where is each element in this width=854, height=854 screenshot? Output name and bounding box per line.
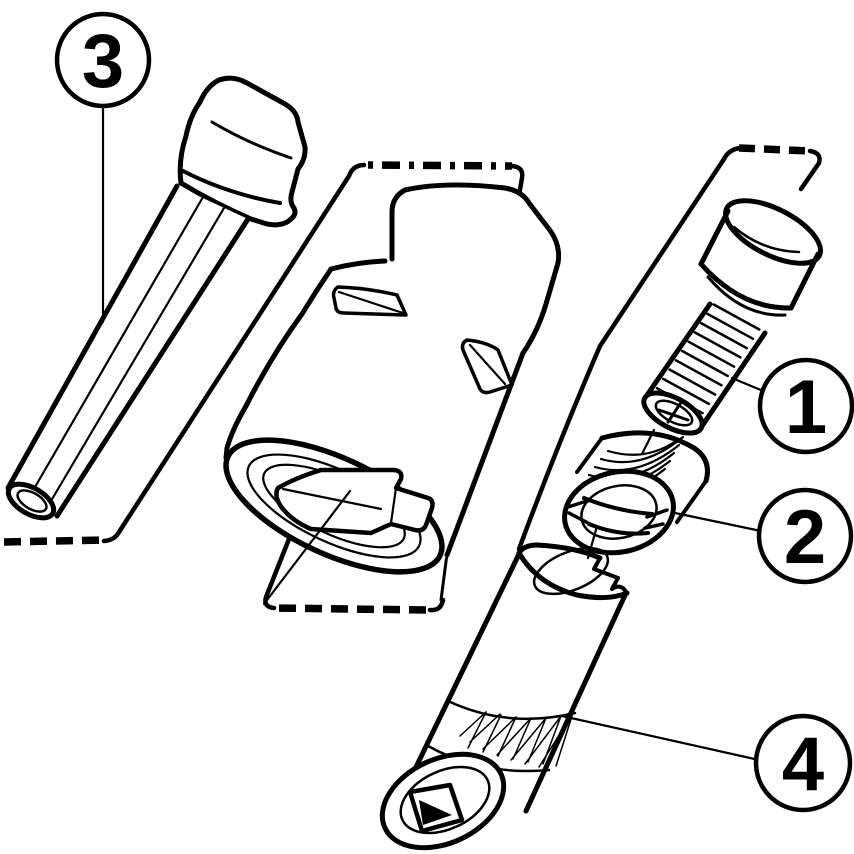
plane-center-bottom-left-corner [263,536,292,611]
callout-2: 2 [756,487,854,585]
body-pocket-inner-line-1 [281,487,383,511]
body-shoulder-line [328,258,388,272]
sleeve-top-rim [516,542,603,561]
screw-head-chamfer [732,225,801,254]
plane-center-bottom-dashed-edge [273,604,427,614]
plane-right-left-edge [516,145,744,552]
leader-line-2 [673,511,763,533]
callout-4-circle [753,713,853,813]
callout-3-number: 3 [82,19,124,104]
callout-1-circle [757,357,854,455]
sleeve-top-rim-front [516,550,630,601]
body-bottom-rim-outer [223,437,445,575]
lock-ring [562,430,710,556]
plane-right-right-corner [798,148,822,192]
body-left-edge [223,266,334,461]
screw-tip-socket-mark [657,402,690,424]
wrench-cap-band-lower [181,169,282,205]
callout-4: 4 [753,713,853,813]
axis-ring-to-sleeve [586,524,599,560]
sleeve [379,542,630,853]
screw-thread-lines [655,303,761,415]
plane-center-right-corner [509,163,525,204]
body-dome-outline [389,182,562,356]
assembly-axis [586,428,656,560]
plane-center-right-edge-lower [439,552,449,602]
sleeve-knurl-hatch-b [459,711,574,768]
wrench-shaft-facet-2 [46,206,226,508]
wrench-tip-inner [16,489,48,513]
callout-1: 1 [757,357,854,455]
wrench-shaft-left-edge [5,183,180,491]
body-pocket-axis-line [262,489,352,606]
ring-back-arc [599,430,710,484]
sleeve-right-edge [523,590,629,814]
sleeve-bottom-inner [399,765,491,835]
callout-4-number: 4 [782,722,824,807]
wrench-handle-cap [177,75,308,228]
callout-leaders [101,105,765,762]
ring-slot-lower-lip [587,522,650,536]
wrench-cap-band-upper [210,120,293,160]
sleeve-top-notch [592,556,628,594]
sleeve-knurl-hatch-a [467,711,574,767]
screw-collar-lip [706,275,787,317]
wrench-shaft-right-edge [54,216,251,519]
sleeve-left-edge [400,551,522,797]
screw-head-right-side [788,251,821,311]
leader-line-4 [560,714,761,762]
body-pocket-inner-line-2 [389,486,398,525]
hex-key-wrench [5,75,308,521]
plane-center-top-dashed-edge [367,161,513,170]
callout-2-number: 2 [784,495,826,580]
plane-right-top-dashed-edge [738,144,811,155]
ring-wedge-left [566,498,592,525]
wrench-shaft-facet-1 [29,195,205,496]
wrench-shaft-fill [8,186,248,516]
callout-2-circle [756,487,854,585]
ring-wedge-right [643,508,669,530]
cap-screw [641,198,823,436]
screw-head-left-side [698,208,731,267]
plane-center-bottom-right-corner [427,597,446,613]
ring-left-silhouette [575,436,604,474]
callout-3: 3 [54,11,152,109]
sleeve-top-bore [532,546,610,596]
screw-shank-left-edge [642,301,713,401]
screw-collar-arc [698,261,794,311]
reference-planes [3,144,822,614]
plane-left-bottom-dashed-edge [3,536,107,546]
leader-line-1 [730,376,765,393]
sleeve-square-socket-shadow [419,800,452,825]
body-wing-slot-right-facet [468,343,507,386]
body-wing-slot-left-facet [337,290,405,315]
screw-shank-right-edge [697,330,768,432]
callout-1-number: 1 [785,365,827,450]
axis-screw-to-ring [640,428,656,456]
body-pocket-outline [274,467,435,536]
plane-left-right-edge [101,162,367,544]
adapter-body [223,182,562,606]
callout-3-circle [54,11,152,109]
